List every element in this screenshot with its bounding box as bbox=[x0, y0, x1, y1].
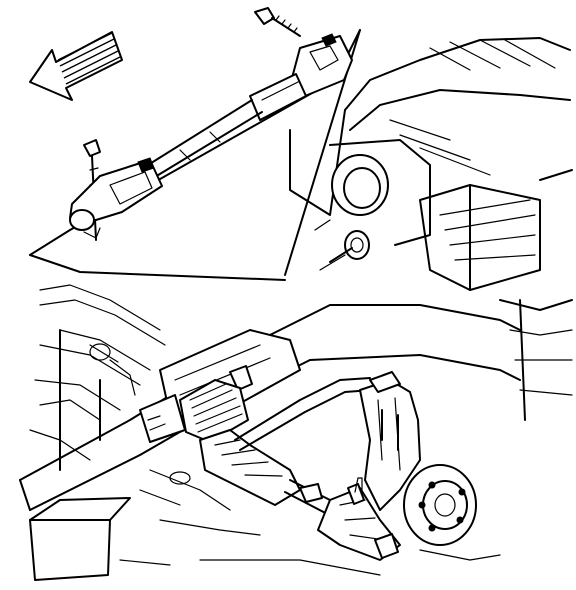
upper-pinch-bolt bbox=[254, 7, 301, 37]
frame-crossmember bbox=[19, 304, 521, 581]
intermediate-shaft-lower-coupling bbox=[69, 157, 163, 239]
forward-arrow-icon bbox=[29, 31, 123, 101]
engine-block bbox=[289, 37, 573, 421]
rack-boot bbox=[139, 379, 249, 443]
intermediate-shaft bbox=[139, 99, 263, 181]
lower-chassis-lines bbox=[119, 469, 501, 576]
lower-control-arm bbox=[317, 477, 401, 561]
steering-knuckle bbox=[359, 371, 421, 511]
wheel-hub bbox=[403, 464, 477, 546]
left-frame-rail bbox=[29, 284, 166, 471]
intermediate-shaft-upper-coupling bbox=[249, 33, 353, 121]
bulkhead-grommet bbox=[314, 154, 389, 271]
